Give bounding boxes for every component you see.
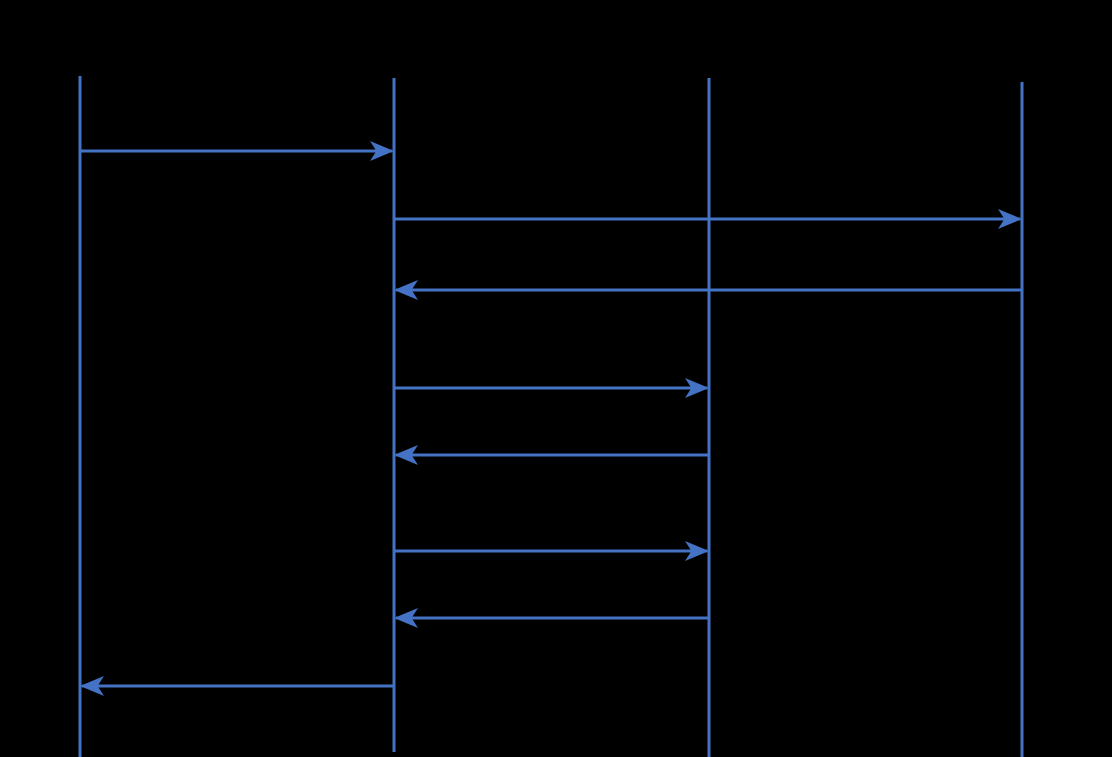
sequence-diagram: [78, 76, 1024, 757]
sequence-diagram-canvas: [78, 76, 1024, 757]
